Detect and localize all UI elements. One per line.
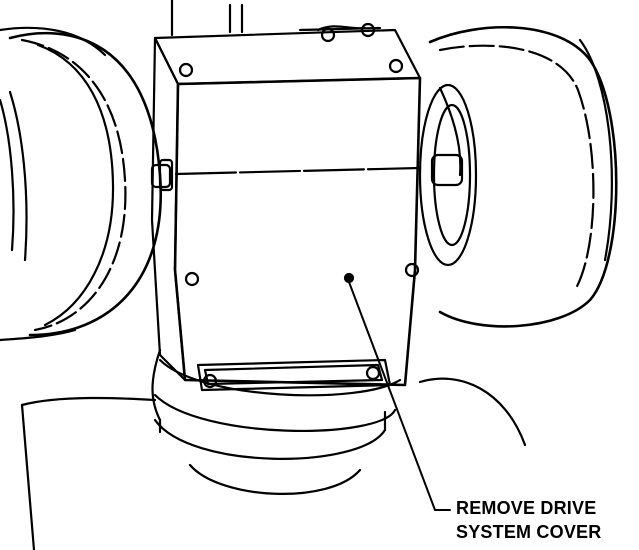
left-wheel [0, 26, 174, 342]
right-wheel [418, 25, 618, 328]
callout-label: REMOVE DRIVE SYSTEM COVER [456, 496, 601, 544]
base-turntable [20, 348, 527, 550]
gear-housing [150, 28, 422, 387]
drive-system-cover [196, 358, 392, 392]
leader-line [348, 281, 451, 511]
callout-line-1: REMOVE DRIVE [456, 498, 597, 518]
callout-line-2: SYSTEM COVER [456, 522, 602, 542]
top-shaft [170, 0, 382, 43]
